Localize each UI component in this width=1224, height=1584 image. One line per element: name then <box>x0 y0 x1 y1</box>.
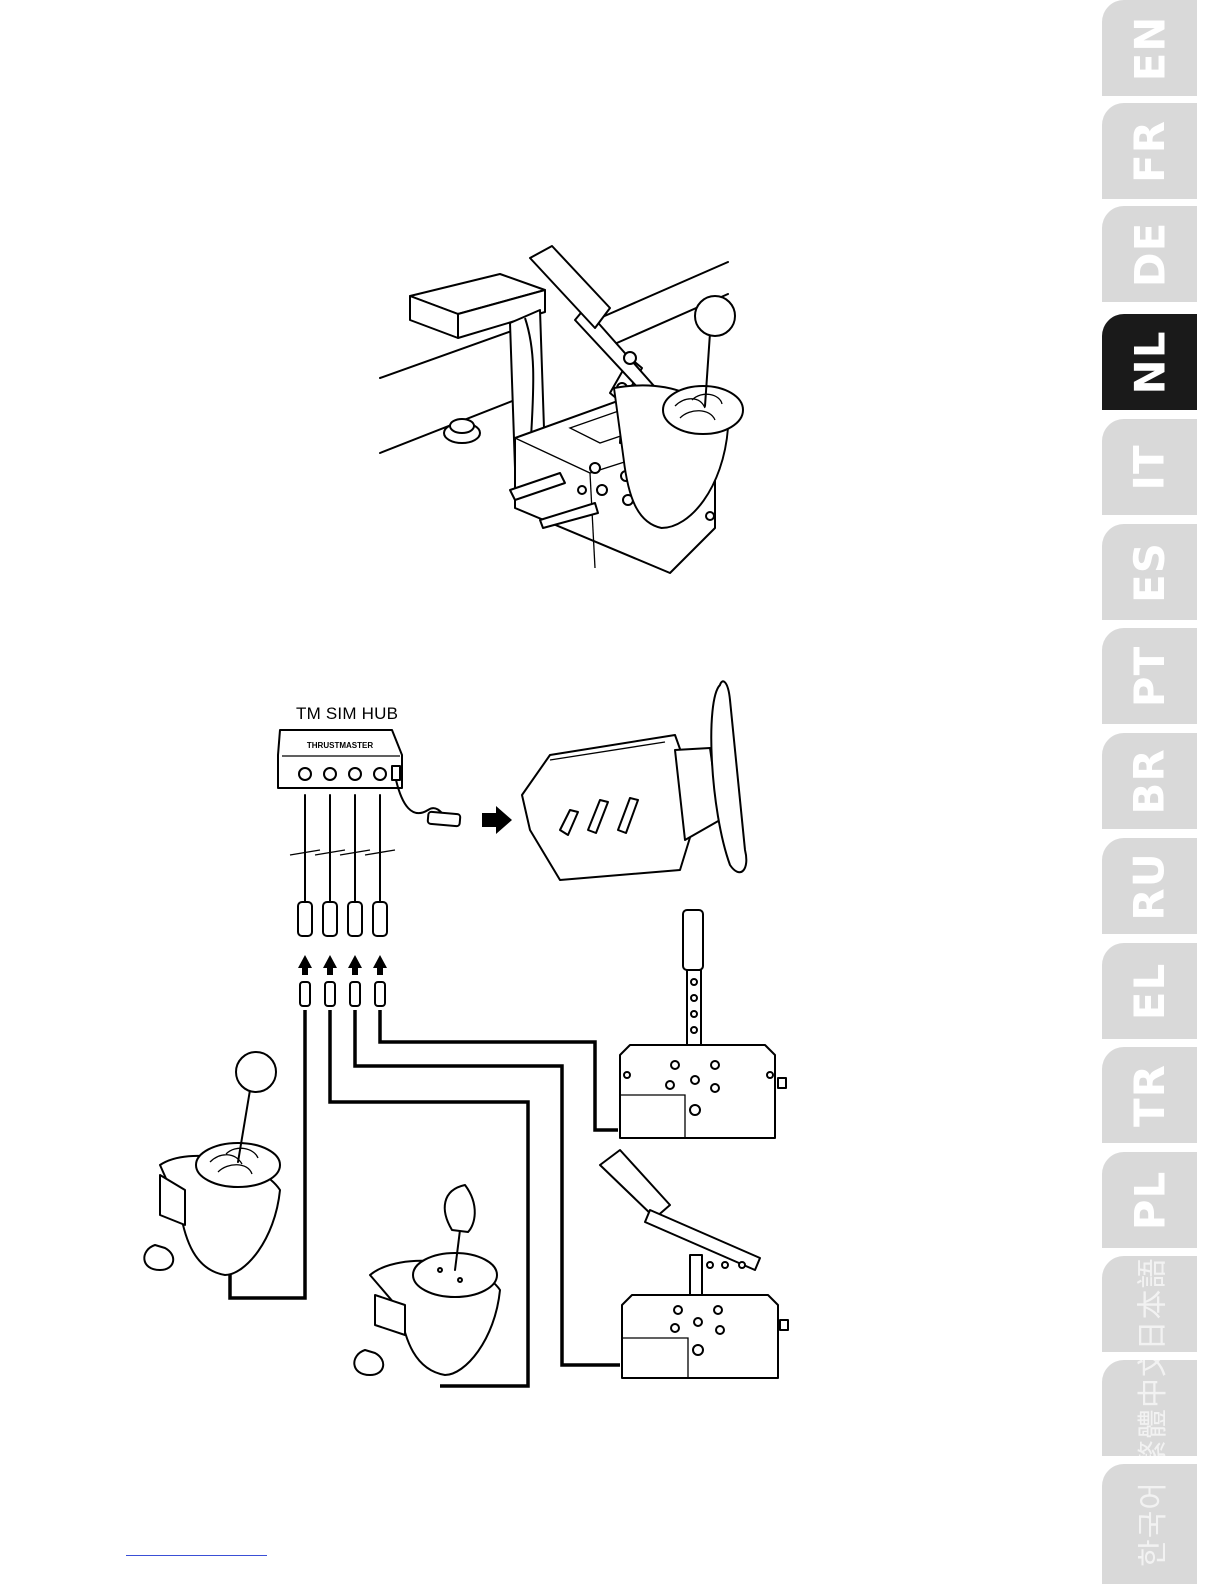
language-sidebar: EN FR DE NL IT ES PT BR RU EL TR PL 日本語 … <box>1102 0 1198 1584</box>
usb-connector-icon <box>428 812 461 827</box>
h-shifter-knob-icon <box>236 1052 276 1092</box>
lang-label: IT <box>1125 444 1174 490</box>
sequential-knob-icon <box>445 1185 475 1232</box>
lang-tab-pt[interactable]: PT <box>1102 628 1197 724</box>
lang-label: RU <box>1125 852 1174 920</box>
lang-tab-fr[interactable]: FR <box>1102 103 1197 199</box>
footer-link-underline <box>126 1555 267 1556</box>
sim-hub-device: THRUSTMASTER <box>278 730 402 788</box>
shifter-knob-icon <box>695 296 735 336</box>
arrow-right-icon <box>482 806 512 834</box>
hub-brand-label: THRUSTMASTER <box>307 741 373 750</box>
lang-label: DE <box>1125 221 1174 287</box>
lang-tab-zh-hant[interactable]: 繁體中文 <box>1102 1360 1197 1456</box>
lang-label: NL <box>1125 330 1174 394</box>
hub-cables <box>290 795 395 1006</box>
lang-label: 日本語 <box>1128 1258 1172 1351</box>
connection-diagram: THRUSTMASTER <box>130 670 810 1400</box>
handbrake-grip <box>530 246 610 328</box>
lang-label: PT <box>1125 645 1174 706</box>
clamp-mount-illustration <box>370 228 740 588</box>
lang-label: ES <box>1125 542 1174 603</box>
lang-tab-en[interactable]: EN <box>1102 0 1197 96</box>
sequential-shifter-device <box>354 1185 500 1375</box>
lang-tab-ko[interactable]: 한국어 <box>1102 1464 1197 1584</box>
steering-wheel-icon <box>711 681 746 872</box>
lang-tab-es[interactable]: ES <box>1102 524 1197 620</box>
lang-tab-tr[interactable]: TR <box>1102 1047 1197 1143</box>
lang-tab-br[interactable]: BR <box>1102 733 1197 829</box>
lang-label: FR <box>1125 119 1174 182</box>
lang-label: PL <box>1125 1170 1174 1230</box>
h-shifter-device <box>144 1052 280 1275</box>
cable-to-handbrake <box>380 1010 618 1130</box>
handbrake-device-upper <box>620 910 786 1138</box>
lang-label: 繁體中文 <box>1128 1360 1172 1456</box>
lang-label: EN <box>1125 15 1174 81</box>
din-connector-icon <box>298 902 312 936</box>
lang-label: TR <box>1125 1064 1174 1127</box>
lang-label: BR <box>1125 748 1174 814</box>
lang-tab-ja[interactable]: 日本語 <box>1102 1256 1197 1352</box>
lang-label: EL <box>1125 962 1174 1019</box>
lang-tab-pl[interactable]: PL <box>1102 1152 1197 1248</box>
arrow-up-icon <box>298 955 312 975</box>
lang-tab-el[interactable]: EL <box>1102 943 1197 1039</box>
lang-tab-it[interactable]: IT <box>1102 419 1197 515</box>
lang-tab-nl[interactable]: NL <box>1102 314 1197 410</box>
lang-label: 한국어 <box>1128 1481 1172 1567</box>
lang-tab-de[interactable]: DE <box>1102 206 1197 302</box>
wheel-base-device <box>522 681 746 880</box>
lang-tab-ru[interactable]: RU <box>1102 838 1197 934</box>
handbrake-device-lower <box>600 1150 788 1378</box>
